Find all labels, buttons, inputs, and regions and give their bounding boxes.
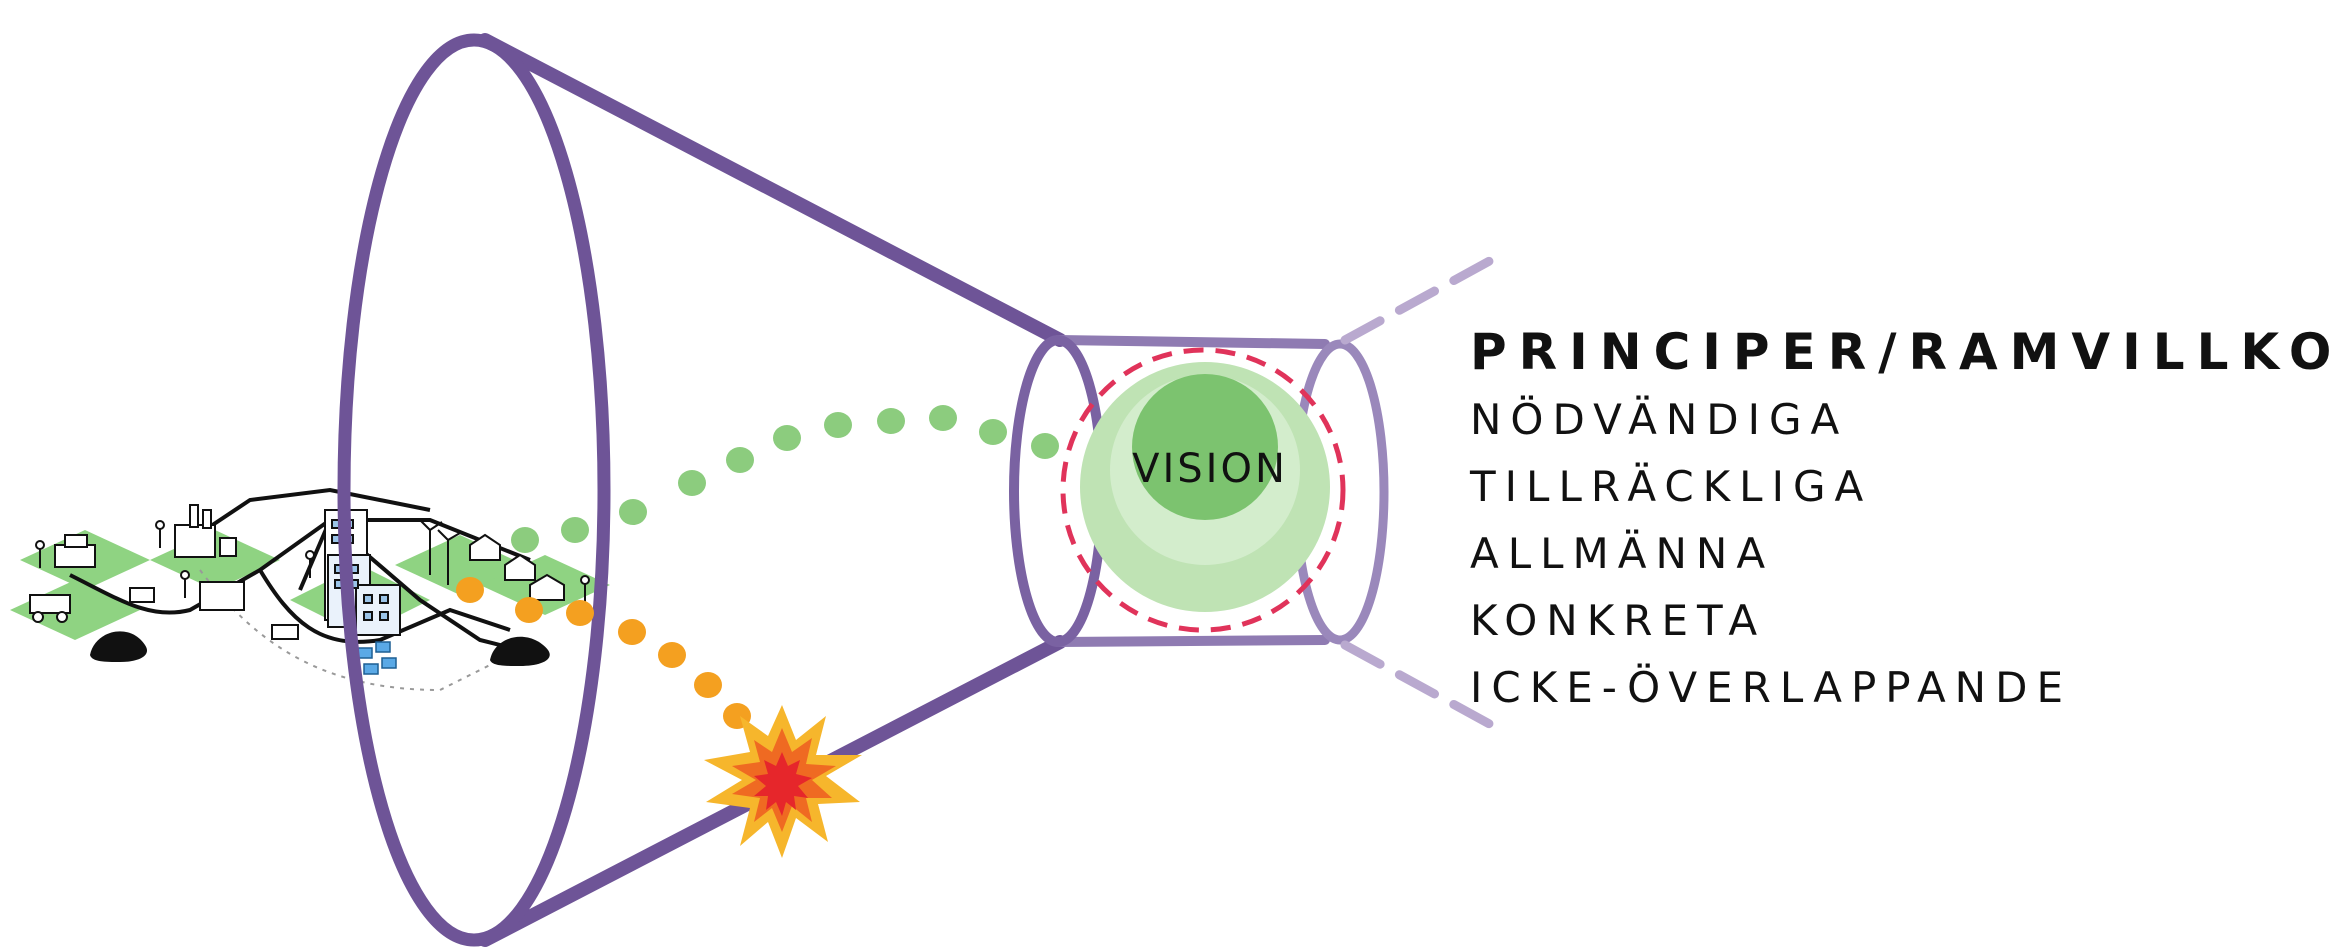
vision-target: VISION (1060, 347, 1346, 633)
explosion-icon (704, 705, 862, 858)
funnel-top-edge (478, 33, 1067, 347)
houses (469, 533, 565, 601)
solar-panels (357, 641, 397, 675)
machinery (29, 534, 96, 623)
funnel-mouth-ellipse (337, 33, 611, 947)
criteria-list: NÖDVÄNDIGA TILLRÄCKLIGA ALLMÄNNA KONKRET… (1470, 386, 2330, 721)
vision-label: VISION (1132, 446, 1288, 492)
green-dotted-path (511, 405, 1059, 553)
funnel (337, 33, 1500, 947)
principles-heading: PRINCIPER/RAMVILLKOR: (1470, 323, 2335, 381)
target-ring (1060, 347, 1346, 633)
criterion-item: ALLMÄNNA (1470, 529, 1775, 578)
criterion-item: NÖDVÄNDIGA (1470, 395, 1849, 444)
city-system-illustration (10, 487, 610, 692)
factory (174, 504, 237, 558)
criterion-item: ICKE-ÖVERLAPPANDE (1470, 663, 2072, 712)
people (35, 520, 590, 610)
trucks (129, 581, 299, 640)
criterion-item: TILLRÄCKLIGA (1470, 462, 1873, 511)
extension-bottom-dashed (1340, 640, 1500, 732)
criterion-item: KONKRETA (1470, 596, 1767, 645)
extension-top-dashed (1340, 253, 1500, 345)
tube-bottom-edge (1053, 635, 1330, 647)
vision-inner-circle (1132, 374, 1278, 520)
waste-piles (90, 631, 550, 666)
wind-turbines (419, 519, 461, 585)
principles-panel: PRINCIPER/RAMVILLKOR: NÖDVÄNDIGA TILLRÄC… (1470, 318, 2335, 721)
tube-top-edge (1053, 335, 1330, 349)
